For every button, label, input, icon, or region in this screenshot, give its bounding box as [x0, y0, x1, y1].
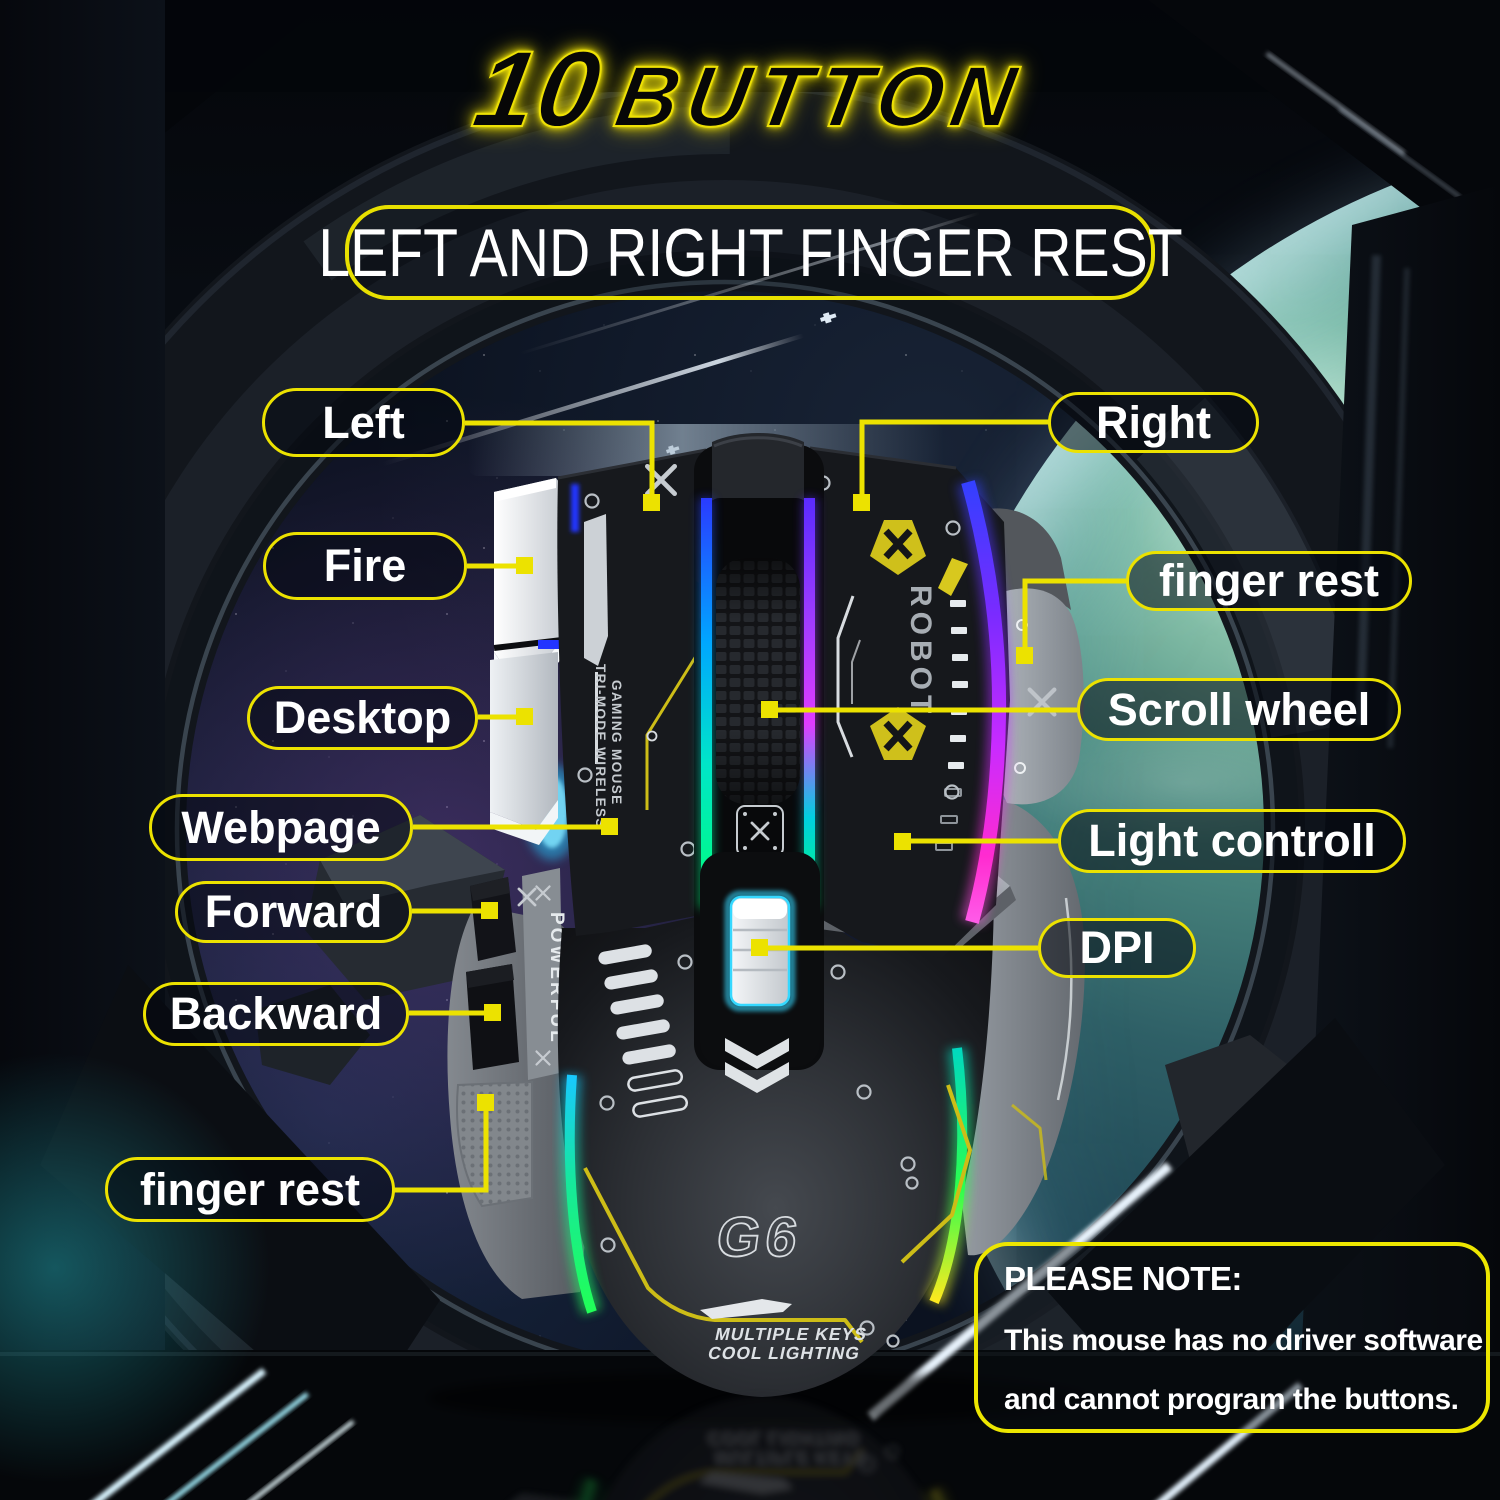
callout-dpi: DPI [1038, 918, 1196, 978]
marker-dpi [751, 939, 768, 956]
callout-desktop-label: Desktop [273, 692, 452, 743]
marker-finger-rest-right [1016, 647, 1033, 664]
callout-webpage-label: Webpage [181, 801, 381, 853]
white-slash [700, 1299, 792, 1319]
connector-finger-rest-left [392, 1110, 489, 1193]
callout-scroll-wheel: Scroll wheel [1077, 678, 1401, 741]
note-line-1: This mouse has no driver software [1004, 1323, 1483, 1357]
palm-rest: G6 MULTIPLE KEYS COOL LIGHTING [557, 900, 1048, 1397]
marker-desktop [516, 708, 533, 725]
callout-light-controll-label: Light controll [1088, 815, 1376, 866]
marker-scroll-wheel [761, 701, 778, 718]
scroll-wheel-assembly [694, 433, 824, 1093]
left-button-text-1: TRI-MODE WIRELESS [593, 664, 608, 829]
top-right-panel [1148, 0, 1500, 268]
marker-webpage [601, 818, 618, 835]
robot-emblem: ROBOT [870, 520, 937, 760]
marker-fire [516, 557, 533, 574]
callout-finger-rest-left: finger rest [105, 1157, 395, 1222]
top-right-glow-slashes [1265, 52, 1462, 199]
note-line-2: and cannot program the buttons. [1004, 1383, 1459, 1416]
model-logo: G6 [713, 1205, 807, 1268]
callout-dpi-label: DPI [1079, 922, 1155, 973]
robot-text: ROBOT [904, 585, 937, 718]
note-heading: PLEASE NOTE: [1004, 1260, 1242, 1297]
callout-scroll-wheel-label: Scroll wheel [1107, 683, 1371, 735]
desktop-button [490, 652, 558, 845]
marker-right [853, 494, 870, 511]
rgb-blue-sliver [538, 640, 562, 649]
bottom-text-2: COOL LIGHTING [706, 1343, 862, 1363]
floor-streaks-left [80, 1368, 355, 1500]
title-number: 10 [465, 27, 612, 150]
callout-right-label: Right [1096, 396, 1211, 448]
circuit-traces [583, 1084, 1048, 1344]
title-word: BUTTON [608, 48, 1032, 146]
marker-left [643, 494, 660, 511]
left-click-button: TRI-MODE WIRELESS GAMING MOUSE [557, 448, 714, 936]
callout-finger-rest-left-label: finger rest [139, 1163, 361, 1215]
marker-forward [481, 902, 498, 919]
callout-fire-label: Fire [323, 540, 407, 591]
spaceship-icon [820, 312, 837, 324]
vent-slots [598, 944, 689, 1118]
callout-left: Left [262, 388, 465, 457]
connector-right [859, 419, 1050, 496]
left-button-text-2: GAMING MOUSE [609, 680, 624, 806]
rgb-strip-wheel-right [804, 498, 815, 908]
floor-streaks-right [867, 1162, 1304, 1500]
screws [599, 954, 919, 1348]
connector-finger-rest-right [1022, 578, 1126, 649]
callout-light-controll: Light controll [1058, 809, 1406, 873]
banner: LEFT AND RIGHT FINGER REST [318, 205, 1182, 300]
rgb-strip-wheel-left [701, 498, 712, 908]
marker-backward [484, 1004, 501, 1021]
callout-right: Right [1048, 392, 1259, 453]
callout-left-label: Left [322, 396, 405, 448]
page-title: 10BUTTON [0, 26, 1500, 151]
scroll-wheel [716, 558, 800, 804]
callout-finger-rest-right-label: finger rest [1158, 555, 1380, 606]
marker-light-controll [894, 833, 911, 850]
callout-forward: Forward [175, 881, 412, 943]
powerful-band [522, 868, 564, 1080]
rgb-edge-right [961, 480, 1007, 924]
chevron-down-icon [725, 1038, 789, 1093]
callout-webpage: Webpage [149, 794, 413, 861]
frame-chord-right [1048, 1018, 1445, 1438]
bottom-text-1: MULTIPLE KEYS [713, 1324, 869, 1344]
rgb-strip-left [564, 1074, 597, 1314]
right-click-button: ROBOT [809, 446, 1012, 958]
callout-fire: Fire [263, 532, 467, 600]
callout-desktop: Desktop [247, 686, 478, 750]
callout-backward-label: Backward [169, 988, 383, 1039]
callout-forward-label: Forward [204, 886, 383, 937]
marker-finger-rest-left [477, 1094, 494, 1111]
connector-left [465, 420, 655, 496]
callout-finger-rest-right: finger rest [1126, 551, 1412, 611]
finger-rest-left-pad [456, 1080, 533, 1208]
note-box: PLEASE NOTE: This mouse has no driver so… [974, 1242, 1490, 1433]
banner-text: LEFT AND RIGHT FINGER REST [317, 214, 1183, 291]
callout-backward: Backward [143, 982, 409, 1046]
